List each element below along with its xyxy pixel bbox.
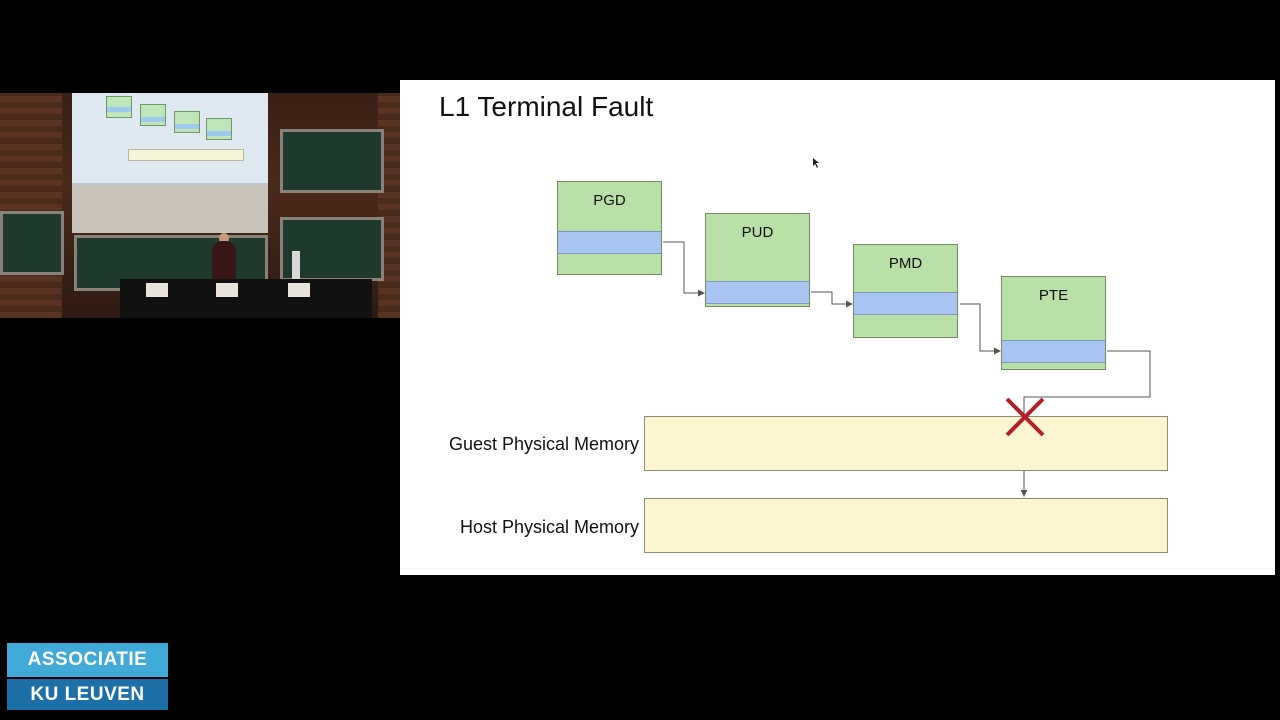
pmd-entry: [854, 292, 957, 315]
brick-wall-left: [0, 93, 62, 318]
pgd-label: PGD: [593, 192, 626, 209]
guest-memory-bar: [644, 416, 1168, 471]
name-card: [288, 283, 310, 297]
projection-screen: [72, 93, 268, 185]
logo-line-2: KU LEUVEN: [7, 679, 168, 710]
name-card: [146, 283, 168, 297]
chalkboard-left: [0, 211, 64, 275]
host-memory-bar: [644, 498, 1168, 553]
guest-memory-label: Guest Physical Memory: [448, 434, 639, 454]
pgd-entry: [558, 231, 661, 254]
arrow-pud-to-pmd: [811, 291, 853, 308]
presentation-slide: L1 Terminal Fault PGD PUD PMD PTE Guest …: [400, 80, 1275, 575]
desk-lamp: [292, 251, 300, 279]
hall-wall: [72, 185, 268, 233]
speaker-camera-feed: [0, 93, 400, 318]
pte-table: PTE: [1001, 276, 1106, 370]
brick-wall-right: [378, 93, 400, 318]
pte-entry: [1002, 340, 1105, 363]
pte-label: PTE: [1038, 287, 1069, 304]
pud-entry: [706, 281, 809, 304]
host-memory-label: Host Physical Memory: [459, 517, 639, 537]
pmd-label: PMD: [888, 255, 923, 272]
fault-cross-icon: [1005, 397, 1045, 437]
name-card: [216, 283, 238, 297]
pmd-table: PMD: [853, 244, 958, 338]
arrow-pmd-to-pte: [960, 303, 1001, 355]
chalkboard-right-top: [280, 129, 384, 193]
speaker: [212, 241, 236, 281]
speaker-head: [219, 233, 229, 244]
pud-table: PUD: [705, 213, 810, 307]
arrow-pgd-to-pud: [663, 241, 705, 297]
logo-line-1: ASSOCIATIE: [7, 643, 168, 677]
mouse-cursor-icon: [813, 158, 819, 168]
associatie-ku-leuven-logo: ASSOCIATIE KU LEUVEN: [7, 643, 168, 710]
pud-label: PUD: [741, 224, 774, 241]
pgd-table: PGD: [557, 181, 662, 275]
slide-title: L1 Terminal Fault: [439, 91, 654, 122]
